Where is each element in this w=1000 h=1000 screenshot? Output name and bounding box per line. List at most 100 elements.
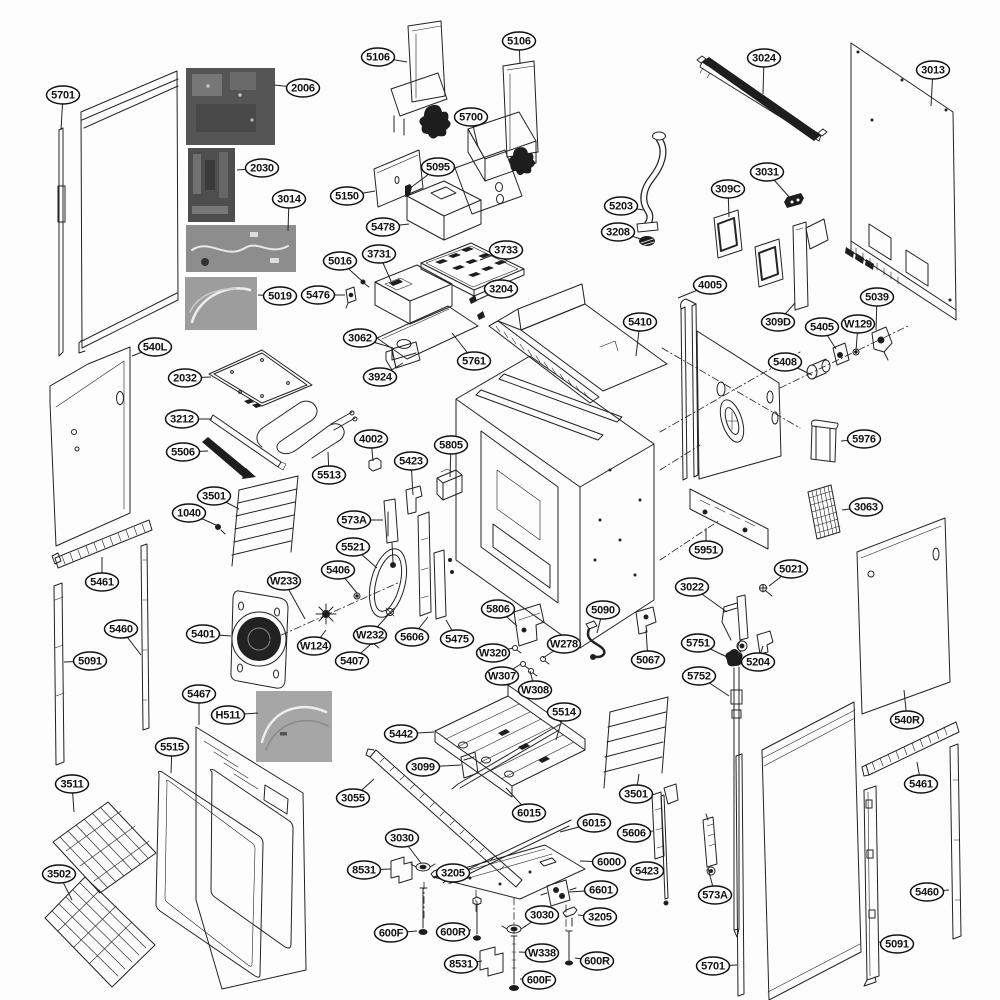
part-callout-W129: W129 bbox=[840, 314, 876, 352]
part-callout-5405: 5405 bbox=[804, 317, 840, 350]
callout-label: 540R bbox=[894, 715, 920, 727]
part-callout-6000: 6000 bbox=[579, 852, 627, 872]
callout-label: 5203 bbox=[609, 201, 633, 213]
part-3013-back-panel bbox=[845, 42, 957, 321]
part-callout-5442: 5442 bbox=[383, 724, 435, 744]
callout-label: 1040 bbox=[177, 508, 201, 520]
part-callout-5406: 5406 bbox=[320, 560, 358, 594]
photo-2006-control-board bbox=[186, 68, 275, 145]
callout-oval bbox=[697, 885, 733, 905]
callout-oval bbox=[600, 222, 636, 242]
callout-oval bbox=[322, 251, 358, 271]
callout-oval bbox=[760, 312, 796, 332]
part-callout-4002: 4002 bbox=[353, 429, 389, 462]
callout-label: 5405 bbox=[810, 322, 834, 334]
callout-oval bbox=[54, 774, 90, 794]
callout-label: 5701 bbox=[701, 961, 725, 973]
part-callout-5039: 5039 bbox=[859, 287, 895, 331]
callout-oval bbox=[103, 619, 139, 639]
callout-oval bbox=[576, 813, 612, 833]
callout-oval bbox=[384, 828, 420, 848]
callout-label: 540L bbox=[143, 342, 168, 354]
callout-label: 5067 bbox=[636, 655, 660, 667]
part-callout-600F: 600F bbox=[519, 970, 557, 990]
callout-oval bbox=[582, 907, 618, 927]
part-callout-3063: 3063 bbox=[841, 497, 884, 517]
part-W232-hub bbox=[385, 607, 395, 617]
part-callout-3501: 3501 bbox=[618, 773, 654, 804]
photo-2030-power-board bbox=[188, 148, 235, 222]
callout-label: 5460 bbox=[915, 887, 939, 899]
callout-label: 5606 bbox=[622, 828, 646, 840]
part-5460-right-strip bbox=[949, 743, 962, 940]
part-5701-right-trim bbox=[735, 753, 745, 997]
part-3099-bracket bbox=[460, 751, 479, 779]
callout-label: 600F bbox=[527, 975, 552, 987]
callout-label: 5467 bbox=[187, 689, 211, 701]
part-5461-left-slide-rail bbox=[51, 519, 153, 569]
part-540R-side-panel bbox=[856, 517, 951, 715]
part-5467-door-panel bbox=[195, 726, 307, 990]
callout-label: W124 bbox=[300, 641, 329, 653]
callout-oval bbox=[41, 864, 77, 884]
callout-label: 3099 bbox=[411, 762, 435, 774]
callout-label: 3205 bbox=[588, 912, 612, 924]
part-callout-3511: 3511 bbox=[54, 774, 90, 813]
callout-label: 5515 bbox=[160, 742, 184, 754]
part-5406-bearing bbox=[353, 592, 361, 600]
callout-oval bbox=[154, 737, 190, 757]
callout-label: 3501 bbox=[624, 789, 648, 801]
callout-oval bbox=[480, 599, 516, 619]
part-309C-plates bbox=[713, 209, 784, 288]
part-callout-5461: 5461 bbox=[84, 557, 120, 592]
photo-5019-gasket bbox=[185, 277, 257, 330]
callout-label: 4002 bbox=[359, 434, 383, 446]
callout-oval bbox=[171, 503, 207, 523]
callout-oval bbox=[511, 803, 547, 823]
part-540L-side-panel bbox=[49, 346, 131, 547]
part-5475-strip bbox=[433, 549, 454, 620]
callout-oval bbox=[915, 60, 951, 80]
callout-oval bbox=[352, 625, 388, 645]
part-callout-5806: 5806 bbox=[480, 599, 518, 627]
part-left-door-glass bbox=[78, 70, 179, 354]
callout-oval bbox=[746, 48, 782, 68]
callout-oval bbox=[749, 162, 785, 182]
callout-label: 5951 bbox=[694, 545, 718, 557]
part-callout-H511: H511 bbox=[210, 705, 259, 725]
part-callout-3099: 3099 bbox=[405, 757, 462, 777]
part-callout-3733: 3733 bbox=[479, 240, 524, 261]
part-callout-3022: 3022 bbox=[674, 577, 728, 613]
callout-oval bbox=[674, 577, 710, 597]
callout-oval bbox=[72, 651, 108, 671]
callout-label: 3013 bbox=[921, 65, 945, 77]
part-callout-573A: 573A bbox=[336, 510, 383, 530]
callout-oval bbox=[889, 710, 925, 730]
part-3055-front-rail bbox=[365, 748, 523, 888]
part-callout-5019: 5019 bbox=[257, 286, 298, 306]
callout-oval bbox=[710, 179, 746, 199]
part-5521-ring bbox=[368, 548, 408, 618]
part-5203-vent-tube bbox=[636, 131, 667, 246]
part-callout-5460: 5460 bbox=[909, 882, 950, 902]
callout-label: 5751 bbox=[686, 638, 710, 650]
part-callout-5408: 5408 bbox=[767, 352, 813, 376]
callout-layer: 57012006203030145019540L5150501654765106… bbox=[41, 31, 951, 990]
part-callout-5514: 5514 bbox=[546, 702, 582, 741]
callout-label: 3030 bbox=[390, 833, 414, 845]
part-5606-left-strip bbox=[417, 511, 432, 617]
part-callout-5106: 5106 bbox=[501, 31, 537, 65]
callout-oval bbox=[903, 774, 939, 794]
callout-oval bbox=[483, 279, 519, 299]
part-callout-2030: 2030 bbox=[236, 158, 280, 178]
part-callout-8531: 8531 bbox=[443, 954, 483, 974]
photo-H511-hose bbox=[256, 691, 332, 762]
callout-label: H511 bbox=[216, 710, 241, 722]
part-callout-W233: W233 bbox=[266, 571, 306, 620]
callout-label: 5700 bbox=[459, 112, 483, 124]
part-3511-rack bbox=[52, 801, 157, 894]
part-callout-5478: 5478 bbox=[365, 217, 410, 237]
callout-oval bbox=[629, 861, 665, 881]
